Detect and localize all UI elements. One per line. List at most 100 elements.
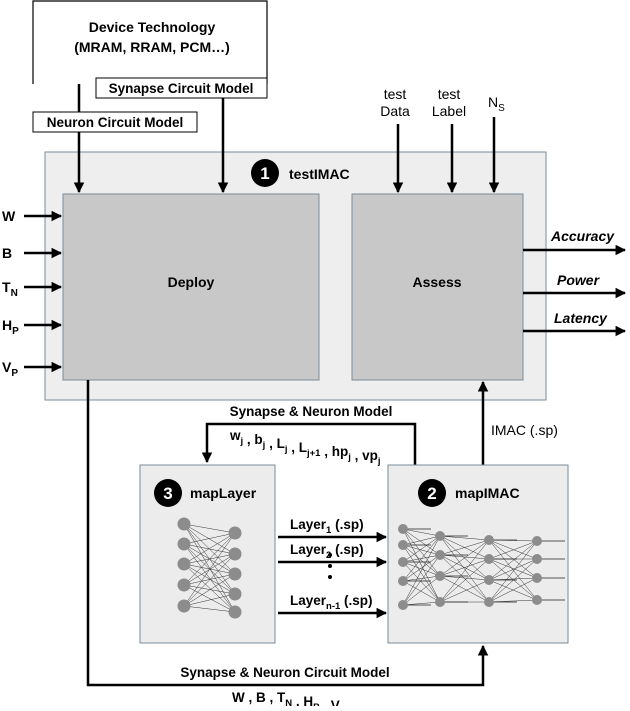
crossbar-edge: [402, 528, 441, 537]
mapimac-title: mapIMAC: [455, 485, 520, 501]
crossbar-edge: [439, 535, 490, 603]
neuron-circuit-model-box: [32, 111, 198, 133]
crossbar-edge: [402, 554, 441, 582]
deploy-block: [62, 193, 320, 381]
crossbar-edge: [402, 554, 441, 606]
mapimac-number: 2: [427, 484, 436, 503]
crossbar-edge: [439, 535, 490, 541]
crossbar-edge: [439, 579, 490, 603]
crossbar-edge: [402, 535, 441, 606]
network-edge: [183, 593, 236, 607]
crossbar-edge: [439, 554, 490, 603]
network-edge: [183, 523, 236, 534]
crossbar-edge: [402, 561, 441, 603]
test-label-label-line1: test: [438, 86, 461, 102]
network-node: [177, 578, 191, 592]
network-node: [228, 605, 242, 619]
crossbar-node: [435, 571, 445, 581]
deploy-to-mapimac-arrow: [86, 380, 489, 687]
crossbar-node: [398, 576, 408, 586]
crossbar-node: [398, 540, 408, 550]
crossbar-edge: [402, 544, 441, 603]
network-edge: [183, 573, 236, 586]
crossbar-edge: [488, 540, 538, 603]
crossbar-edge: [439, 558, 490, 577]
network-node: [177, 557, 191, 571]
crossbar-edge: [488, 539, 538, 601]
network-edge: [183, 532, 236, 607]
input-label: HP: [2, 317, 19, 337]
crossbar-edge: [439, 575, 490, 581]
synapse-circuit-model-box: [95, 77, 268, 99]
network-edge: [183, 523, 236, 555]
network-edge: [183, 563, 236, 595]
deploy-label: Deploy: [168, 274, 215, 290]
network-node: [228, 587, 242, 601]
imac-sp-label: IMAC (.sp): [491, 422, 558, 438]
mapimac-number-badge: [418, 479, 446, 507]
crossbar-node: [398, 557, 408, 567]
test-label-label-line2: Label: [432, 103, 466, 119]
synapse-neuron-model-params: wj , bj , Lj , Lj+1 , hpj , vpj: [229, 428, 381, 467]
power-label: Power: [557, 272, 601, 288]
testimac-number-badge: [251, 159, 279, 187]
device-technology-title: Device Technology: [89, 19, 216, 35]
crossbar-edge: [402, 601, 441, 606]
network-edge: [183, 573, 236, 607]
test-data-label-line2: Data: [380, 103, 410, 119]
network-node: [177, 517, 191, 531]
crossbar-edge: [439, 558, 490, 603]
crossbar-edge: [402, 575, 441, 606]
testimac-title: testIMAC: [289, 166, 350, 182]
network-edge: [183, 605, 236, 613]
input-label: W: [2, 208, 16, 224]
ellipsis-dot: [328, 575, 332, 579]
maplayer-number: 3: [163, 484, 172, 503]
crossbar-node: [435, 550, 445, 560]
crossbar-edge: [488, 577, 538, 603]
layer-label: Layer1 (.sp): [290, 517, 364, 536]
crossbar-edge: [439, 575, 490, 603]
crossbar-edge: [402, 544, 441, 556]
crossbar-node: [532, 573, 542, 583]
mapimac-crossbar-network: [398, 524, 565, 610]
crossbar-node: [484, 535, 494, 545]
network-node: [177, 599, 191, 613]
crossbar-edge: [402, 544, 441, 577]
crossbar-node: [398, 524, 408, 534]
network-node: [177, 537, 191, 551]
crossbar-node: [484, 554, 494, 564]
network-edge: [183, 532, 236, 545]
network-edge: [183, 532, 236, 586]
crossbar-edge: [402, 575, 441, 582]
mapimac-to-maplayer-arrow: [201, 422, 417, 465]
crossbar-edge: [439, 539, 490, 577]
assess-block: [351, 193, 524, 381]
input-label: B: [2, 245, 12, 261]
crossbar-edge: [439, 539, 490, 556]
maplayer-title: mapLayer: [190, 485, 257, 501]
crossbar-edge: [488, 558, 538, 601]
crossbar-node: [532, 536, 542, 546]
crossbar-edge: [402, 528, 441, 577]
network-edge: [183, 543, 236, 613]
network-edge: [183, 584, 236, 613]
crossbar-node: [484, 575, 494, 585]
network-edge: [183, 584, 236, 595]
crossbar-edge: [402, 561, 441, 577]
ellipsis-dot: [328, 553, 332, 557]
network-edge: [183, 543, 236, 555]
synapse-circuit-model-label: Synapse Circuit Model: [109, 81, 254, 96]
crossbar-node: [484, 597, 494, 607]
crossbar-edge: [488, 540, 538, 560]
crossbar-node: [532, 554, 542, 564]
crossbar-edge: [488, 558, 538, 579]
bottom-params: W , B , TN , HP , VP: [232, 690, 347, 706]
maplayer-number-badge: [154, 479, 182, 507]
device-technology-box: [32, 0, 268, 84]
